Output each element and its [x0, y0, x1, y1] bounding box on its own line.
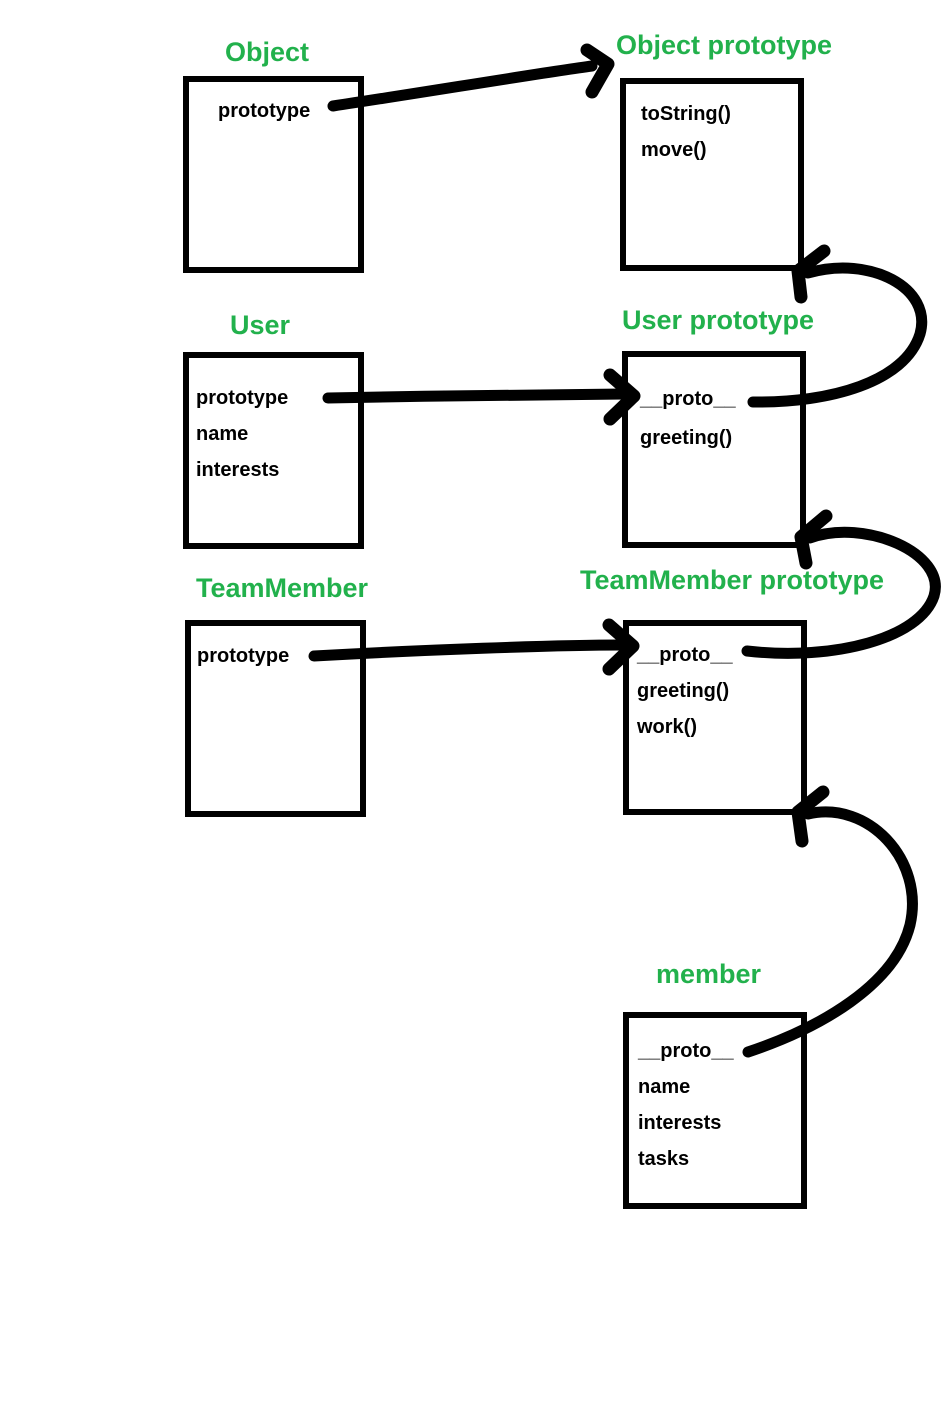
node-box-object — [183, 76, 364, 273]
node-box-teammember-prototype — [623, 620, 807, 815]
field-member-tasks: tasks — [638, 1148, 690, 1170]
edge-user-to-user-prototype — [322, 388, 630, 404]
field-user-prototype-proto: __proto__ — [640, 388, 736, 410]
node-box-object-prototype — [620, 78, 804, 271]
field-teammember-prototype: prototype — [197, 645, 290, 667]
node-box-teammember — [185, 620, 366, 817]
field-user-name: name — [196, 423, 249, 445]
field-user-prototype-greeting: greeting() — [640, 427, 733, 449]
node-title-object: Object — [225, 37, 310, 67]
node-title-teammember: TeamMember — [196, 573, 369, 603]
field-object-prototype-tostring: toString() — [641, 103, 731, 125]
node-box-user-prototype — [622, 351, 806, 548]
node-title-user: User — [230, 310, 291, 340]
node-box-member — [623, 1012, 807, 1209]
node-title-user-prototype: User prototype — [622, 305, 815, 335]
node-title-teammember-prototype: TeamMember prototype — [580, 565, 885, 595]
field-teammember-prototype-proto: __proto__ — [637, 644, 733, 666]
field-teammember-prototype-greeting: greeting() — [637, 680, 730, 702]
edge-object-to-object-prototype — [327, 60, 598, 112]
edge-object-to-object-prototype-arrowhead-icon — [580, 43, 615, 99]
field-member-name: name — [638, 1076, 691, 1098]
field-object-prototype-move: move() — [641, 139, 707, 161]
field-member-interests: interests — [638, 1112, 722, 1134]
node-box-user — [183, 352, 364, 549]
field-user-interests: interests — [196, 459, 280, 481]
node-title-object-prototype: Object prototype — [616, 30, 833, 60]
node-title-member: member — [656, 959, 762, 989]
field-user-prototype: prototype — [196, 387, 289, 409]
field-teammember-prototype-work: work() — [637, 716, 697, 738]
field-object-prototype: prototype — [218, 100, 311, 122]
field-member-proto: __proto__ — [638, 1040, 734, 1062]
